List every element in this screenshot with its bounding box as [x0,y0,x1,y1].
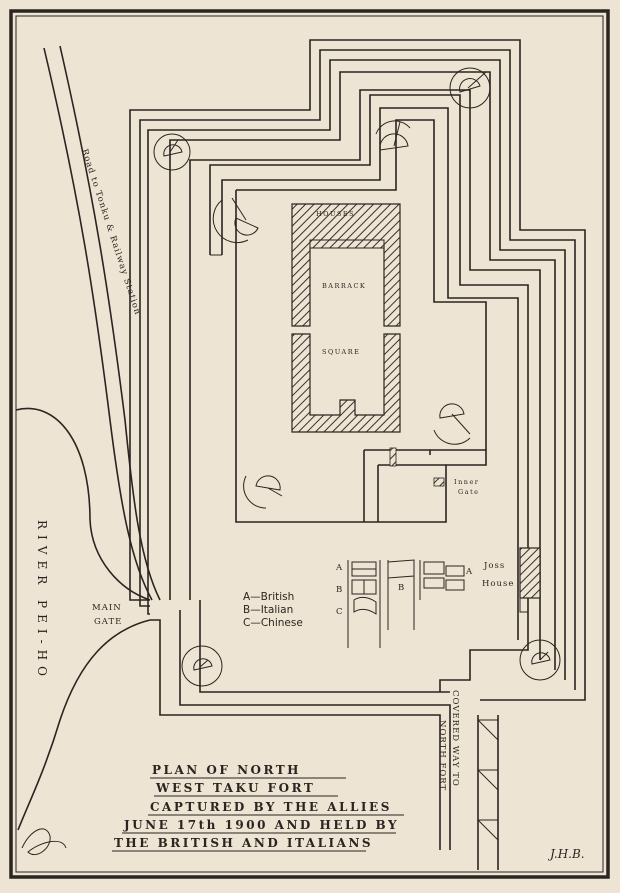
main-gate-label-2: GATE [94,617,122,627]
map-title: PLAN OF NORTH WEST TAKU FORT CAPTURED BY… [112,763,404,852]
gun-emplacement-nw [153,133,191,171]
fort-inner-walls [209,94,529,692]
flags-left [347,560,381,648]
title-line-5: THE BRITISH AND ITALIANS [114,836,373,850]
gun-emplacement-west [212,197,259,244]
monogram-mark [21,828,67,856]
legend-chinese: C—Chinese [243,617,303,629]
flag-marker-a-2: A [465,567,473,577]
gun-emplacement-se [519,639,561,681]
covered-way-label: COVERED WAY TO [450,690,460,787]
main-gate-label: MAIN [92,603,122,613]
river-label: RIVER PEI-HO [35,520,49,682]
joss-house-building [519,547,541,613]
barrack-label: BARRACK [322,282,366,290]
flag-marker-b-2: B [398,583,405,593]
legend-italian: B—Italian [243,604,293,616]
road [43,45,161,601]
title-line-2: WEST TAKU FORT [155,781,315,795]
legend-british: A—British [243,591,294,603]
map-border-inner [15,15,604,873]
inner-gate-label-2: Gate [458,488,480,496]
gun-emplacement-sw-inner [243,475,283,509]
flag-marker-b: B [336,585,343,595]
joss-house-label: Joss [483,561,505,571]
map-border [9,9,610,879]
gun-emplacement-sw [181,645,223,687]
barrack-building [291,203,401,433]
flag-marker-a: A [335,563,343,573]
fort-outer-walls [129,39,586,850]
square-label: SQUARE [322,348,360,356]
flags-right [419,560,465,600]
covered-way-to-north-fort [477,715,499,870]
gun-emplacement-top [375,120,411,151]
houses-label: HOUSES [316,210,355,218]
joss-house-label-2: House [482,579,514,589]
inner-gate-label: Inner [454,478,479,486]
flags-middle [387,559,415,630]
title-line-3: CAPTURED BY THE ALLIES [150,800,392,814]
north-fort-label: NORTH FORT [437,720,447,791]
gun-emplacement-east [433,403,471,445]
gun-emplacement-ne [449,67,491,109]
title-line-4: JUNE 17th 1900 AND HELD BY [123,818,399,832]
title-line-1: PLAN OF NORTH [152,763,301,777]
flag-marker-c: C [336,607,344,617]
artist-signature: J.H.B. [547,847,585,861]
river [15,407,151,831]
